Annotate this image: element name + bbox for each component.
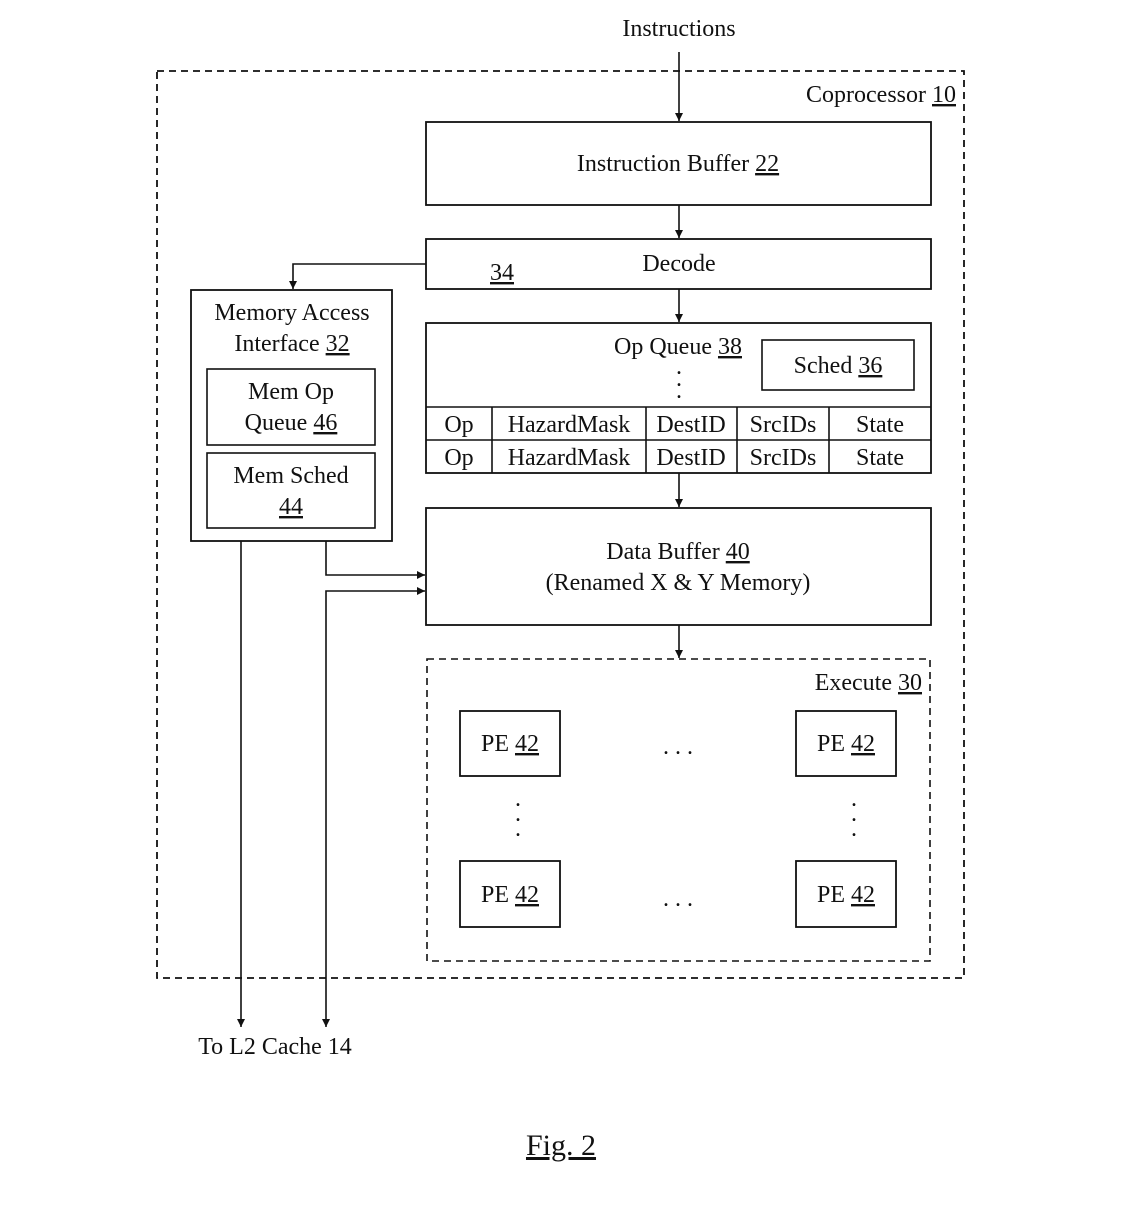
pe-label: PE 42 xyxy=(817,731,875,757)
mem-op-queue-line2: Queue 46 xyxy=(245,410,338,436)
op-table-cell: SrcIDs xyxy=(750,412,817,438)
coprocessor-label: Coprocessor 10 xyxy=(806,82,956,108)
mai-label-line2: Interface 32 xyxy=(234,331,349,357)
pe-box-bottom-right xyxy=(795,860,897,928)
op-table-cell: Op xyxy=(444,445,473,471)
mai-to-databuffer-arrow xyxy=(325,541,425,579)
op-table-cell: State xyxy=(856,445,904,471)
pe-box-top-left xyxy=(459,710,561,777)
op-table-cell: DestID xyxy=(656,412,725,438)
pe-column-ellipsis-dot: . xyxy=(515,786,521,812)
l2-cache-label: To L2 Cache 14 xyxy=(198,1034,352,1060)
mai-label-line1: Memory Access xyxy=(214,300,369,326)
l2-to-databuffer-arrow xyxy=(322,587,425,1027)
pe-column-ellipsis-dot: . xyxy=(851,786,857,812)
decode-ref: 34 xyxy=(490,260,514,286)
sched-box xyxy=(761,339,915,391)
pe-column-ellipsis-dot: . xyxy=(515,816,521,842)
mem-op-queue-line1: Mem Op xyxy=(248,379,334,405)
memory-access-interface-box xyxy=(190,289,393,542)
instruction-buffer-label: Instruction Buffer 22 xyxy=(577,151,779,177)
op-table-cell: HazardMask xyxy=(508,445,631,471)
pe-box-top-right xyxy=(795,710,897,777)
execute-boundary xyxy=(426,658,931,962)
op-queue-ellipsis-dot-2: . xyxy=(676,366,682,392)
mem-sched-ref: 44 xyxy=(279,494,303,520)
instructions-label: Instructions xyxy=(622,16,735,42)
pe-column-ellipsis-dot: . xyxy=(851,801,857,827)
decode-label: Decode xyxy=(642,251,715,277)
pe-label: PE 42 xyxy=(481,882,539,908)
mem-op-queue-box xyxy=(206,368,376,446)
op-table-cell: Op xyxy=(444,412,473,438)
op-queue-ellipsis-dot-1: . xyxy=(676,354,682,380)
pe-label: PE 42 xyxy=(481,731,539,757)
pe-box-bottom-left xyxy=(459,860,561,928)
op-table-cell: DestID xyxy=(656,445,725,471)
data-buffer-box xyxy=(425,507,932,626)
pe-row-ellipsis: . . . xyxy=(663,886,693,912)
op-queue-ellipsis-dot-3: . xyxy=(676,378,682,404)
pe-column-ellipsis-dot: . xyxy=(515,801,521,827)
mem-sched-line1: Mem Sched xyxy=(233,463,348,489)
pe-label: PE 42 xyxy=(817,882,875,908)
data-buffer-label: Data Buffer 40 xyxy=(606,539,750,565)
coprocessor-boundary xyxy=(156,70,965,979)
op-queue-label: Op Queue 38 xyxy=(614,334,742,360)
figure-caption: Fig. 2 xyxy=(526,1129,596,1162)
execute-label: Execute 30 xyxy=(815,670,922,696)
op-table-cell: SrcIDs xyxy=(750,445,817,471)
pe-column-ellipsis-dot: . xyxy=(851,816,857,842)
sched-label: Sched 36 xyxy=(794,353,883,379)
decode-to-mem-arrow xyxy=(289,263,426,289)
data-buffer-subtitle: (Renamed X & Y Memory) xyxy=(546,570,811,596)
mem-sched-box xyxy=(206,452,376,529)
op-table-cell: HazardMask xyxy=(508,412,631,438)
op-table-cell: State xyxy=(856,412,904,438)
pe-row-ellipsis: . . . xyxy=(663,734,693,760)
